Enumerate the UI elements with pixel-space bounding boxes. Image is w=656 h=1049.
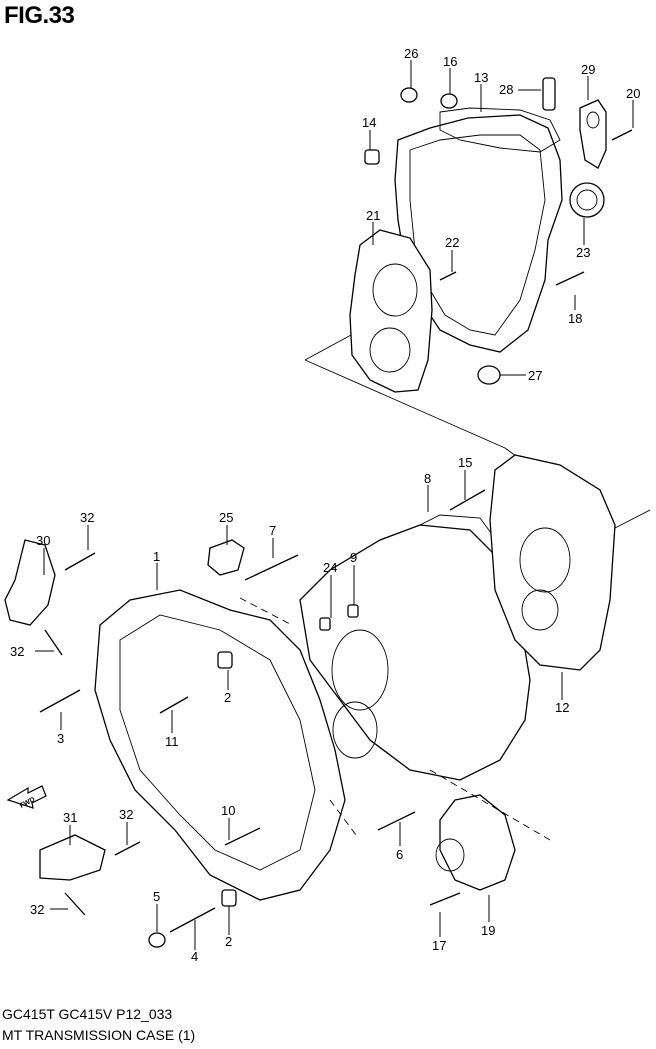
callout-24: 24 xyxy=(323,560,337,575)
callout-15: 15 xyxy=(458,455,472,470)
callout-18: 18 xyxy=(568,311,582,326)
leader-lines xyxy=(35,60,634,950)
callout-11: 11 xyxy=(165,734,179,749)
callout-27: 27 xyxy=(528,368,542,383)
callout-2-lower: 2 xyxy=(225,934,232,949)
callout-1: 1 xyxy=(153,549,160,564)
callout-6: 6 xyxy=(396,847,403,862)
callout-22: 22 xyxy=(445,235,459,250)
callout-19: 19 xyxy=(481,923,495,938)
callout-2-upper: 2 xyxy=(224,690,231,705)
callout-16: 16 xyxy=(443,54,457,69)
callout-26: 26 xyxy=(404,46,418,61)
callout-30: 30 xyxy=(36,533,50,548)
callout-labels: 26 16 13 28 29 20 14 21 22 23 18 27 8 15… xyxy=(10,46,640,964)
figure-code: GC415T GC415V P12_033 xyxy=(2,1006,173,1022)
figure-title: FIG.33 xyxy=(4,2,75,29)
callout-17: 17 xyxy=(432,938,446,953)
callout-7: 7 xyxy=(269,523,276,538)
callout-5: 5 xyxy=(153,889,160,904)
callout-28: 28 xyxy=(499,82,513,97)
fwd-arrow-icon: FWD xyxy=(6,785,47,810)
callout-12: 12 xyxy=(555,700,569,715)
callout-3: 3 xyxy=(57,731,64,746)
callout-31: 31 xyxy=(63,810,77,825)
callout-13: 13 xyxy=(474,70,488,85)
callout-14: 14 xyxy=(362,115,376,130)
callout-8: 8 xyxy=(424,471,431,486)
callout-32-mid: 32 xyxy=(10,644,24,659)
callout-9: 9 xyxy=(350,550,357,565)
callout-29: 29 xyxy=(581,62,595,77)
callout-21: 21 xyxy=(366,208,380,223)
callout-4: 4 xyxy=(191,949,198,964)
callout-10: 10 xyxy=(221,803,235,818)
extension-case-assembly xyxy=(304,77,651,529)
callout-32-lower: 32 xyxy=(119,807,133,822)
callout-23: 23 xyxy=(576,245,590,260)
transmission-case-assembly xyxy=(4,454,616,948)
callout-20: 20 xyxy=(626,86,640,101)
callout-32-top: 32 xyxy=(80,510,94,525)
figure-name: MT TRANSMISSION CASE (1) xyxy=(2,1027,196,1043)
callout-32-bottom: 32 xyxy=(30,902,44,917)
callout-25: 25 xyxy=(219,510,233,525)
